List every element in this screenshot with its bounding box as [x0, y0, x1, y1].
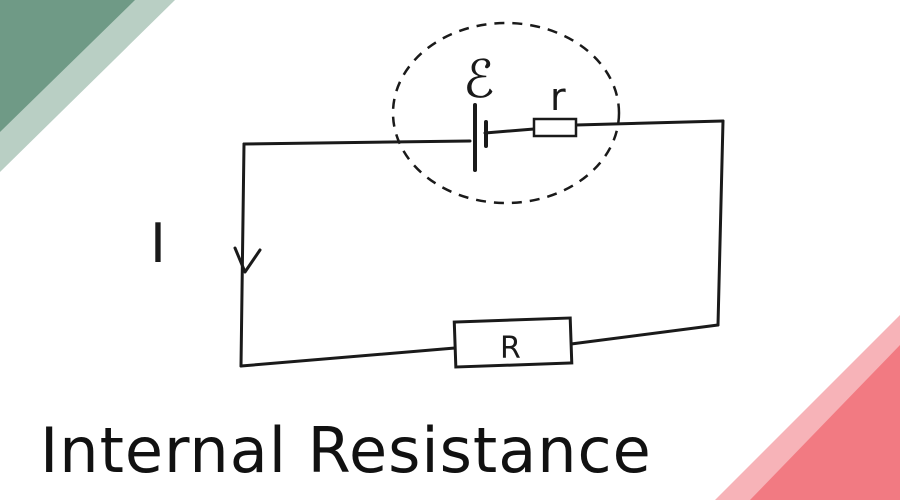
page-title: Internal Resistance: [40, 414, 652, 487]
wire-cell-to-resistor: [483, 127, 536, 135]
circuit-wires: [239, 119, 725, 368]
wire-top-right: [574, 119, 725, 127]
current-label: I: [150, 212, 166, 275]
external-resistor-label: R: [500, 331, 521, 366]
internal-resistor-symbol: [532, 117, 578, 138]
external-resistor-symbol: [452, 316, 574, 369]
wire-right: [716, 119, 725, 327]
wire-bottom-left: [239, 346, 457, 368]
emf-label: ℰ: [463, 50, 494, 110]
wire-top-left: [242, 139, 472, 146]
corner-band-top-left-dark: [0, 0, 135, 132]
wire-left: [239, 142, 246, 368]
wire-bottom-right: [569, 323, 720, 346]
corner-band-bottom-right-dark: [750, 345, 900, 500]
internal-resistance-label: r: [550, 75, 566, 119]
current-direction-arrow: [233, 246, 262, 274]
cell-boundary-dashed: [391, 21, 621, 205]
battery-cell-symbol: [473, 103, 488, 172]
